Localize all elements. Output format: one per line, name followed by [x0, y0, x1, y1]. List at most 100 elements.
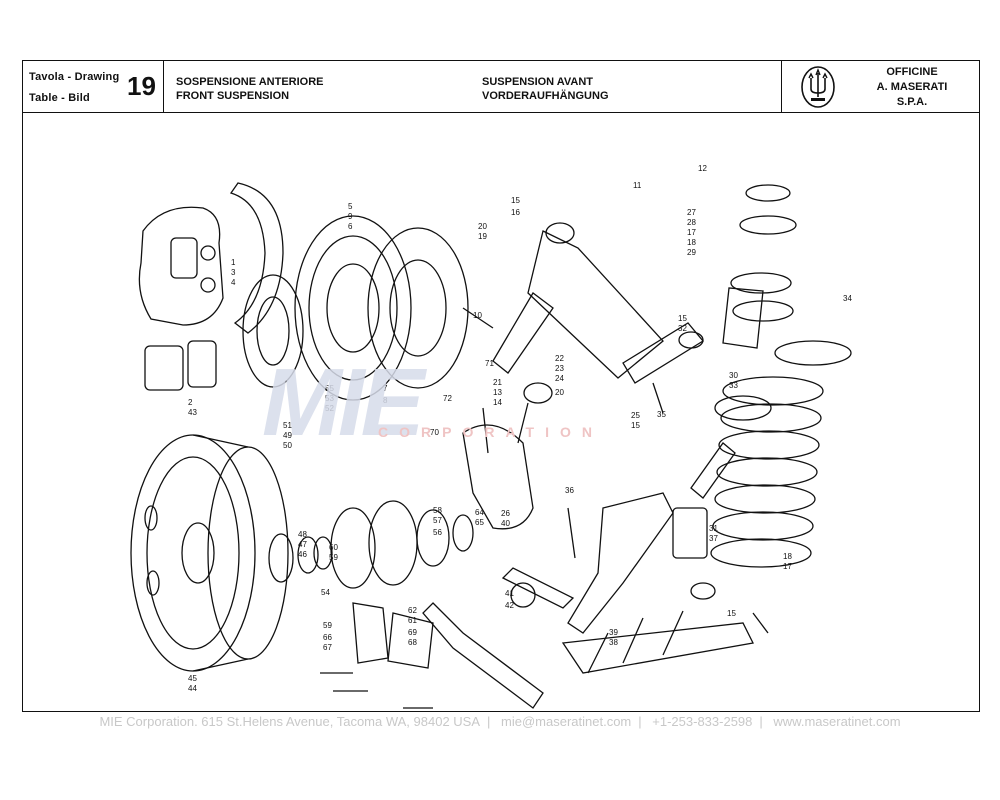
part-label-47: 47	[298, 540, 307, 549]
part-label-10: 10	[473, 311, 482, 320]
disc-hub-drawing	[367, 227, 469, 389]
part-label-36: 36	[565, 486, 574, 495]
part-label-38: 38	[609, 638, 618, 647]
part-label-34: 34	[843, 294, 852, 303]
part-label-15c: 15	[631, 421, 640, 430]
company-cell: OFFICINE A. MASERATI S.P.A.	[781, 61, 979, 112]
steering-knuckle-drawing	[462, 382, 553, 530]
drawing-sheet: Tavola - Drawing Table - Bild 19 SOSPENS…	[22, 60, 980, 712]
part-label-19: 19	[478, 232, 487, 241]
part-label-30: 30	[729, 371, 738, 380]
company-line-1: OFFICINE	[886, 66, 938, 78]
part-label-68: 68	[408, 638, 417, 647]
part-label-20: 20	[478, 222, 487, 231]
part-label-44: 44	[188, 684, 197, 693]
part-label-70: 70	[430, 428, 439, 437]
spring-seat-drawing	[730, 184, 797, 322]
part-label-72: 72	[443, 394, 452, 403]
dust-shield-drawing	[229, 182, 284, 334]
part-label-29: 29	[687, 248, 696, 257]
part-label-46: 46	[298, 550, 307, 559]
part-label-31: 31	[709, 524, 718, 533]
table-number: 19	[127, 71, 156, 101]
part-labels: 1 3 4 2 43 5 9 6 7 8 15 16 20 19 11 12 2…	[188, 164, 852, 693]
part-label-15b: 15	[678, 314, 687, 323]
coil-spring-drawing	[710, 340, 852, 568]
part-label-5: 5	[348, 202, 353, 211]
part-label-1: 1	[231, 258, 236, 267]
upper-arm-drawing	[492, 222, 704, 384]
company-line-3: S.P.A.	[896, 96, 928, 108]
part-label-35: 35	[657, 410, 666, 419]
part-label-32: 32	[678, 324, 687, 333]
part-label-17b: 17	[783, 562, 792, 571]
footer-email[interactable]: mie@maseratinet.com	[501, 714, 632, 729]
wheel-rim-drawing	[130, 434, 289, 672]
part-label-2: 2	[188, 398, 193, 407]
spindle-parts-drawing	[268, 500, 474, 589]
part-label-57: 57	[433, 516, 442, 525]
part-label-52: 52	[325, 404, 334, 413]
part-label-66: 66	[323, 633, 332, 642]
part-label-48: 48	[298, 530, 307, 539]
part-label-33: 33	[729, 381, 738, 390]
part-label-8: 8	[383, 396, 388, 405]
footer: MIE Corporation. 615 St.Helens Avenue, T…	[99, 714, 901, 729]
part-label-27: 27	[687, 208, 696, 217]
title-english: FRONT SUSPENSION	[176, 90, 290, 102]
part-label-26: 26	[501, 509, 510, 518]
title-italian: SOSPENSIONE ANTERIORE	[176, 76, 324, 88]
part-label-43: 43	[188, 408, 197, 417]
part-label-16: 16	[511, 208, 520, 217]
part-label-18b: 18	[783, 552, 792, 561]
maserati-trident-logo	[796, 65, 840, 114]
part-label-64: 64	[475, 508, 484, 517]
part-label-59b: 59	[323, 621, 332, 630]
title-german: VORDERAUFHÄNGUNG	[482, 90, 609, 102]
lower-arm-drawing	[561, 492, 754, 674]
part-label-11: 11	[633, 181, 642, 190]
table-label: Table - Bild	[29, 92, 90, 104]
part-label-45: 45	[188, 674, 197, 683]
part-label-60: 60	[329, 543, 338, 552]
part-label-55: 55	[325, 384, 334, 393]
company-line-2: A. MASERATI	[876, 81, 948, 93]
part-label-69: 69	[408, 628, 417, 637]
part-label-23: 23	[555, 364, 564, 373]
footer-website[interactable]: www.maseratinet.com	[773, 714, 901, 729]
part-label-12: 12	[698, 164, 707, 173]
part-label-59: 59	[329, 553, 338, 562]
part-label-56: 56	[433, 528, 442, 537]
part-label-28: 28	[687, 218, 696, 227]
part-label-4: 4	[231, 278, 236, 287]
part-label-14: 14	[493, 398, 502, 407]
part-label-58: 58	[433, 506, 442, 515]
part-label-50: 50	[283, 441, 292, 450]
part-label-15: 15	[511, 196, 520, 205]
bolts-drawing	[320, 307, 769, 709]
footer-address: MIE Corporation. 615 St.Helens Avenue, T…	[99, 714, 481, 729]
bracket-plates-drawing	[352, 602, 434, 669]
part-label-18: 18	[687, 238, 696, 247]
part-label-61: 61	[408, 616, 417, 625]
part-label-20b: 20	[555, 388, 564, 397]
part-label-37: 37	[709, 534, 718, 543]
part-label-24: 24	[555, 374, 564, 383]
watermark-logo: MIE	[262, 349, 425, 456]
brake-caliper-drawing	[138, 206, 224, 326]
footer-phone[interactable]: +1-253-833-2598	[652, 714, 753, 729]
tavola-label: Tavola - Drawing	[29, 71, 120, 83]
part-label-9: 9	[348, 212, 353, 221]
title-cell: SOSPENSIONE ANTERIORE FRONT SUSPENSION S…	[163, 61, 781, 112]
part-label-71: 71	[485, 359, 494, 368]
part-label-6: 6	[348, 222, 353, 231]
title-french: SUSPENSION AVANT	[482, 76, 594, 88]
part-label-42: 42	[505, 601, 514, 610]
part-label-54: 54	[321, 588, 330, 597]
watermark-company: CORPORATION	[378, 424, 603, 440]
part-label-49: 49	[283, 431, 292, 440]
table-id-cell: Tavola - Drawing Table - Bild 19	[23, 61, 163, 112]
part-label-40: 40	[501, 519, 510, 528]
part-label-7: 7	[383, 384, 388, 393]
hub-assembly-drawing	[242, 274, 304, 388]
